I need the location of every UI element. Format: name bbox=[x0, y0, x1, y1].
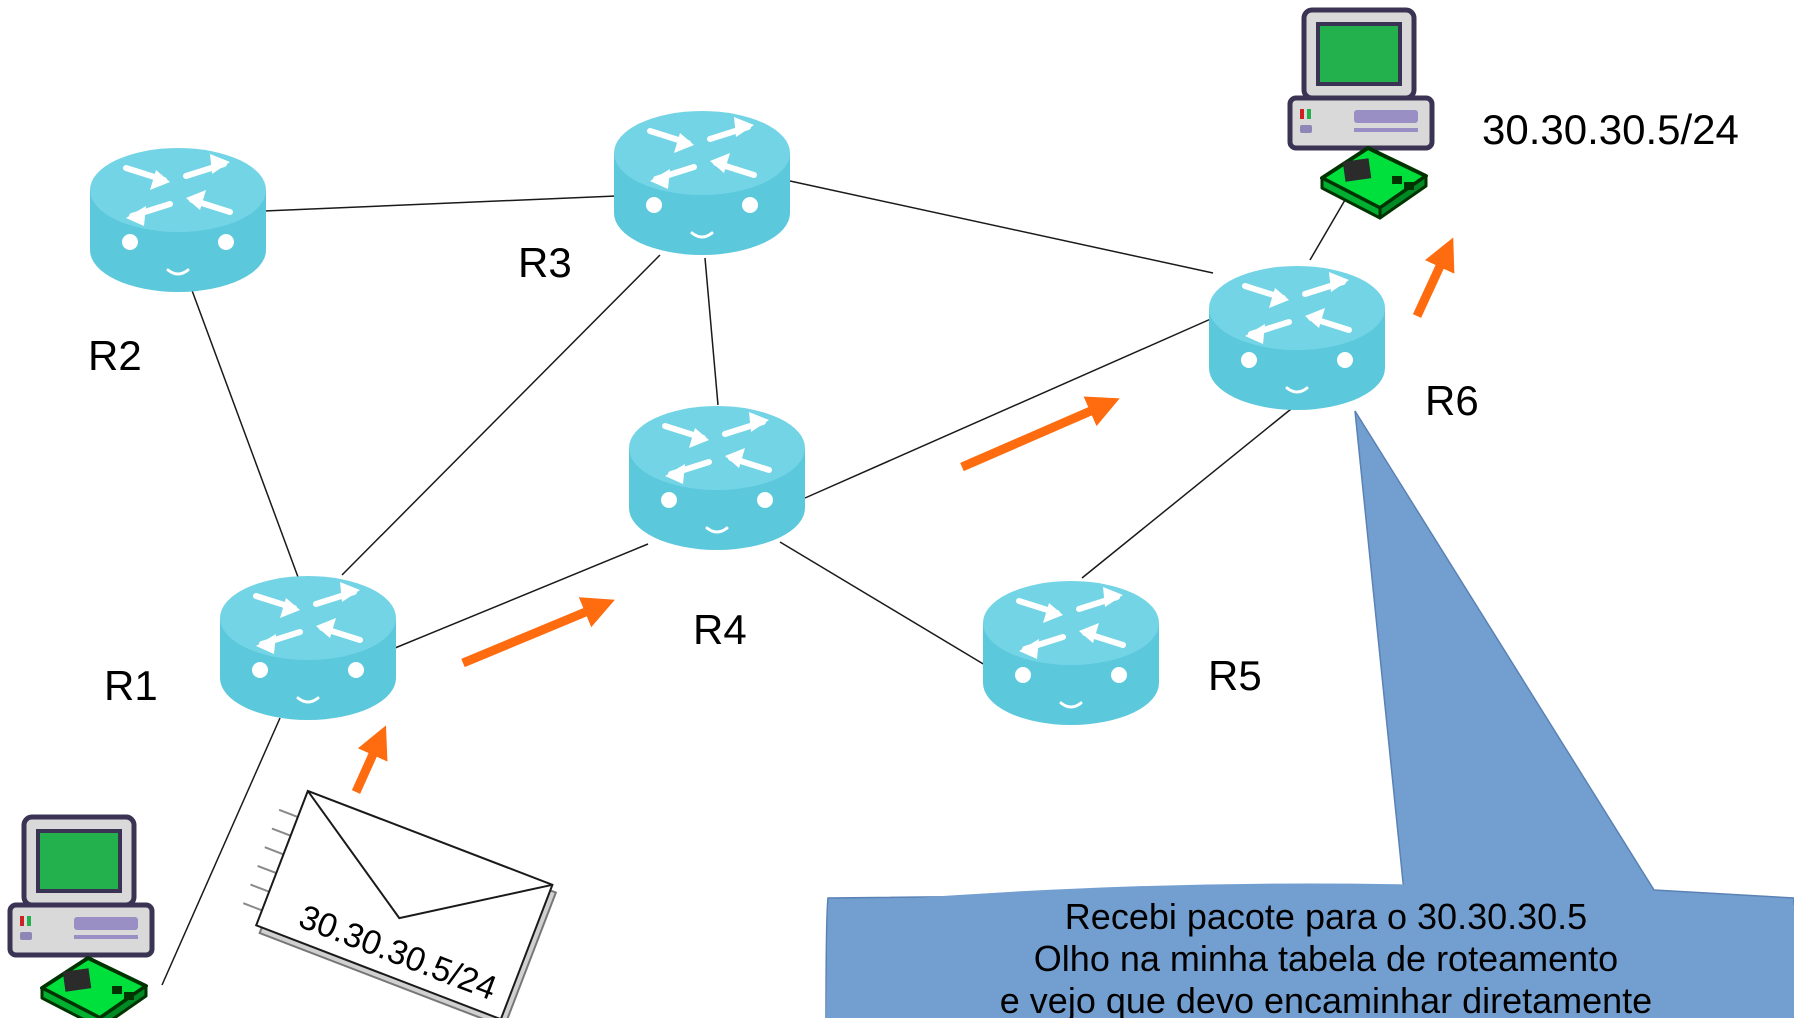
router-label-r6: R6 bbox=[1425, 377, 1479, 424]
router-icon bbox=[220, 576, 396, 720]
link-r1-host bbox=[161, 717, 281, 986]
link-r2-r3 bbox=[263, 195, 617, 212]
router-r2 bbox=[90, 148, 266, 292]
destination-nic bbox=[1320, 146, 1428, 220]
router-r6 bbox=[1209, 266, 1385, 410]
router-r4 bbox=[629, 406, 805, 550]
packet-envelope: 30.30.30.5/24 bbox=[242, 789, 558, 1018]
router-icon bbox=[629, 406, 805, 550]
packet-path bbox=[351, 237, 1455, 794]
router-r5 bbox=[983, 581, 1159, 725]
router-icon bbox=[614, 111, 790, 255]
source-host bbox=[10, 817, 152, 955]
link-r6-r5 bbox=[1081, 404, 1297, 579]
router-icon bbox=[983, 581, 1159, 725]
packet-path-arrow bbox=[461, 597, 615, 668]
speech-bubble-line2: Olho na minha tabela de roteamento bbox=[1034, 938, 1618, 979]
speech-bubble-line3: e vejo que devo encaminhar diretamente bbox=[1000, 980, 1652, 1018]
speech-bubble bbox=[825, 410, 1794, 1018]
destination-host bbox=[1290, 10, 1432, 148]
router-label-r3: R3 bbox=[518, 239, 572, 286]
router-icon bbox=[1209, 266, 1385, 410]
packet-path-arrow bbox=[1412, 237, 1455, 318]
router-label-r5: R5 bbox=[1208, 652, 1262, 699]
router-label-r2: R2 bbox=[88, 332, 142, 379]
router-r1 bbox=[220, 576, 396, 720]
network-card-icon bbox=[1320, 146, 1428, 220]
destination-address: 30.30.30.5/24 bbox=[1482, 106, 1739, 153]
packet-path-arrow bbox=[960, 396, 1120, 472]
link-r1-r4 bbox=[394, 543, 649, 649]
link-r3-r6 bbox=[789, 180, 1214, 274]
link-r3-r4 bbox=[704, 257, 719, 406]
router-r3 bbox=[614, 111, 790, 255]
computer-icon bbox=[1290, 10, 1432, 148]
speech-bubble-top bbox=[826, 883, 1794, 1018]
link-r4-r6 bbox=[804, 317, 1214, 499]
router-icon bbox=[90, 148, 266, 292]
router-label-r1: R1 bbox=[104, 662, 158, 709]
computer-icon bbox=[10, 817, 152, 955]
packet-path-arrow bbox=[351, 725, 388, 794]
network-links bbox=[161, 180, 1346, 986]
link-r4-r5 bbox=[779, 541, 986, 666]
router-label-r4: R4 bbox=[693, 606, 747, 653]
source-nic bbox=[40, 956, 148, 1018]
network-card-icon bbox=[40, 956, 148, 1018]
link-r2-r1 bbox=[189, 284, 299, 578]
envelope-icon bbox=[254, 789, 554, 1018]
link-r6-host bbox=[1309, 199, 1346, 261]
link-r3-r1 bbox=[341, 254, 661, 576]
speech-bubble-line1: Recebi pacote para o 30.30.30.5 bbox=[1065, 896, 1587, 937]
